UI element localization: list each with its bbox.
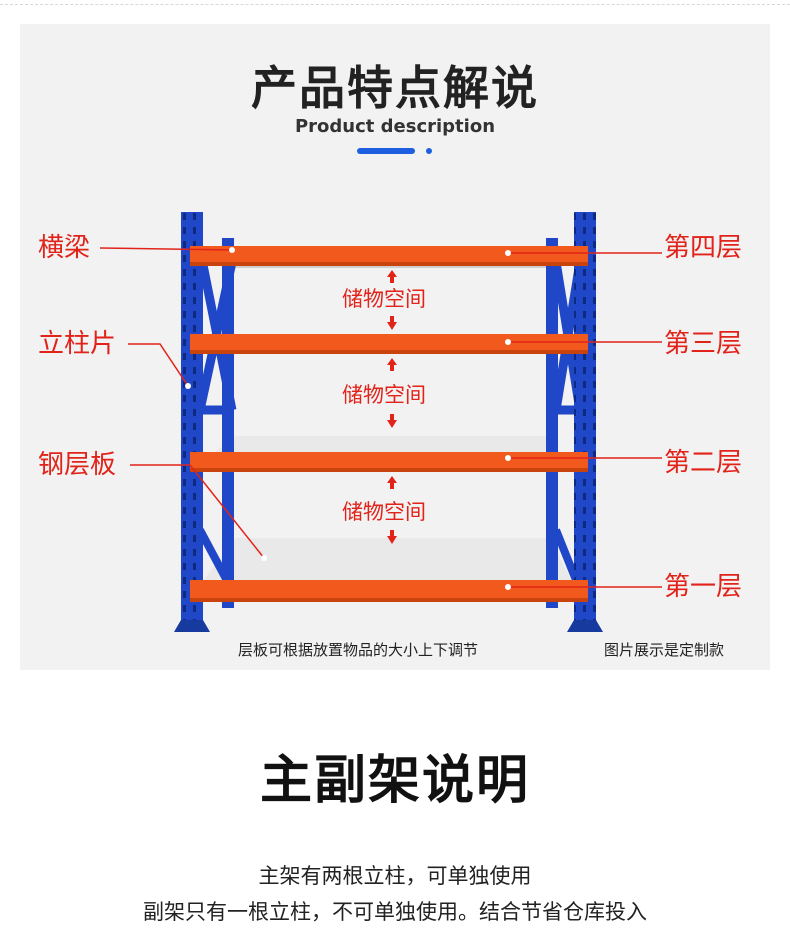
page-subtitle: Product description (294, 116, 496, 137)
beam-level-3 (190, 334, 588, 352)
storage-space-label-bottom: 储物空间 (342, 500, 426, 524)
page-title: 产品特点解说 (251, 61, 539, 115)
description-line-2: 副架只有一根立柱，不可单独使用。结合节省仓库投入 (143, 900, 647, 924)
section-title: 主副架说明 (259, 751, 530, 811)
leader-lines (99, 247, 662, 588)
description-line-1: 主架有两根立柱，可单独使用 (258, 864, 532, 888)
beam-level-2 (190, 452, 588, 470)
decor-dot (426, 148, 432, 154)
label-level-4: 第四层 (664, 233, 743, 263)
label-level-3: 第三层 (664, 329, 743, 359)
top-divider (0, 4, 790, 5)
label-beam: 横梁 (38, 233, 91, 263)
caption-adjustable: 层板可根据放置物品的大小上下调节 (238, 641, 479, 659)
storage-arrows (387, 270, 397, 544)
label-steel-shelf: 钢层板 (38, 450, 117, 480)
decor-bar (357, 148, 415, 154)
storage-space-label-top: 储物空间 (342, 287, 426, 311)
back-upright-right (546, 238, 558, 608)
shelf-plate-1 (202, 538, 572, 582)
caption-custom: 图片展示是定制款 (604, 641, 725, 659)
label-level-1: 第一层 (664, 572, 743, 602)
storage-space-label-middle: 储物空间 (342, 383, 426, 407)
label-level-2: 第二层 (664, 448, 743, 478)
beam-level-4 (190, 246, 588, 264)
label-upright: 立柱片 (38, 329, 117, 359)
beam-level-1 (190, 580, 588, 600)
